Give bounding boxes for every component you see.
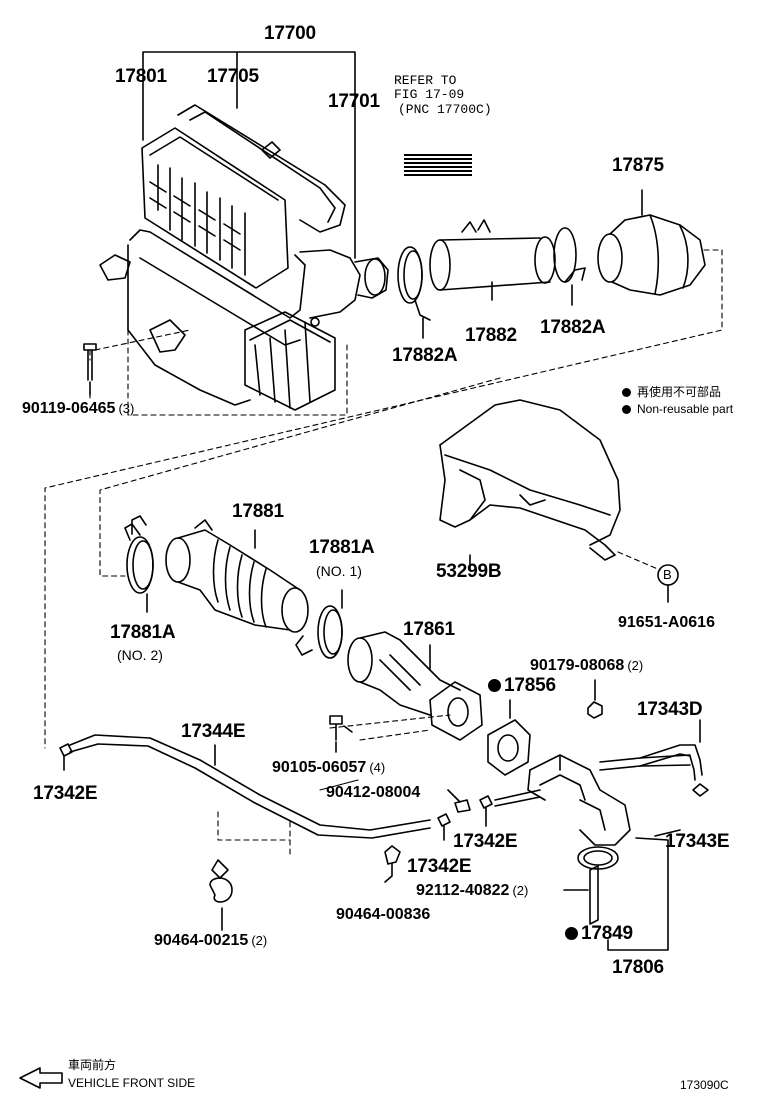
label-17849: 17849 [565,924,633,944]
hose-17881-icon [165,519,309,633]
tie-90464-00215-icon [209,859,233,931]
label-17882A-left: 17882A [392,345,458,366]
hose-17343D-icon [639,719,709,797]
label-90105: 90105-06057(4) [272,759,386,776]
leader-17343E [654,829,681,837]
refer-note-hatch [404,152,472,176]
bolt-90412-icon [447,789,471,813]
refer-note-line2: FIG 17-09 [394,87,465,102]
bolt-90105-icon [329,715,353,753]
label-17881A-no1: 17881A [309,537,375,558]
air-cleaner-case-icon [99,104,389,411]
non-reusable-dot-icon [488,679,501,692]
label-17881A-no1-sub: (NO. 1) [316,563,362,579]
label-17882A-right: 17882A [540,317,606,338]
label-17343D: 17343D [637,699,703,720]
legend-dot-icon [622,388,631,398]
label-17856: 17856 [488,676,556,696]
clamp-17882A-right-icon [553,227,586,306]
label-90412: 90412-08004 [326,784,421,801]
vehicle-front-arrow-icon [19,1067,63,1089]
label-17342E-left: 17342E [33,783,98,804]
bracket-17806 [607,837,669,951]
circle-b-letter: B [663,567,672,582]
non-reusable-dot-icon [565,927,578,940]
diagram-code: 173090C [680,1078,729,1092]
label-17881A-no2: 17881A [110,622,176,643]
hose-17882-icon [429,219,556,301]
label-17881: 17881 [232,501,284,522]
label-17801: 17801 [115,66,167,87]
label-17343E: 17343E [665,831,730,852]
footer-vehicle-front: VEHICLE FRONT SIDE [68,1076,196,1090]
label-17705: 17705 [207,66,259,87]
legend-dot-icon [622,405,631,415]
label-53299B: 53299B [436,561,502,582]
label-17881A-no2-sub: (NO. 2) [117,647,163,663]
clamp-17342E-icon [384,795,493,883]
clamp-17881A-no2-icon [124,515,154,613]
stud-92112-icon [563,865,599,925]
refer-note-line3: (PNC 17700C) [398,102,492,117]
label-91651: 91651-A0616 [618,614,715,631]
label-92112: 92112-40822(2) [416,882,529,899]
footer-jp: 車両前方 [68,1058,117,1072]
clamp-17881A-no1-icon [295,589,343,659]
bolt-90119-icon [83,343,97,396]
gasket-17856-icon [487,699,531,776]
label-17861: 17861 [403,619,455,640]
legend-en: Non-reusable part [622,401,733,417]
bracket-17700 [142,51,356,259]
label-90119: 90119-06465(3) [22,400,135,417]
duct-17861-icon [347,631,483,741]
label-17344E: 17344E [181,721,246,742]
dashed-guide-lines-upper [44,249,723,856]
label-17342E-mid: 17342E [453,831,518,852]
shroud-53299B-icon [439,399,661,571]
label-17882: 17882 [465,325,517,346]
nut-90179-icon [587,679,603,719]
label-90464-00215: 90464-00215(2) [154,932,268,949]
leader-lines [89,394,359,791]
label-90179: 90179-08068(2) [530,657,644,674]
label-17806: 17806 [612,957,664,978]
hose-17344E-icon [59,734,431,839]
label-90464-00836: 90464-00836 [336,906,431,923]
refer-note-line1: REFER TO [394,73,457,88]
label-17875: 17875 [612,155,664,176]
pipe-17806-icon [494,754,691,846]
label-17700: 17700 [264,23,316,44]
resonator-17875-icon [597,189,706,296]
label-17701: 17701 [328,91,380,112]
clamp-17882A-left-icon [397,246,431,339]
legend-jp: 再使用不可部品 [622,384,721,400]
label-17342E-low: 17342E [407,856,472,877]
